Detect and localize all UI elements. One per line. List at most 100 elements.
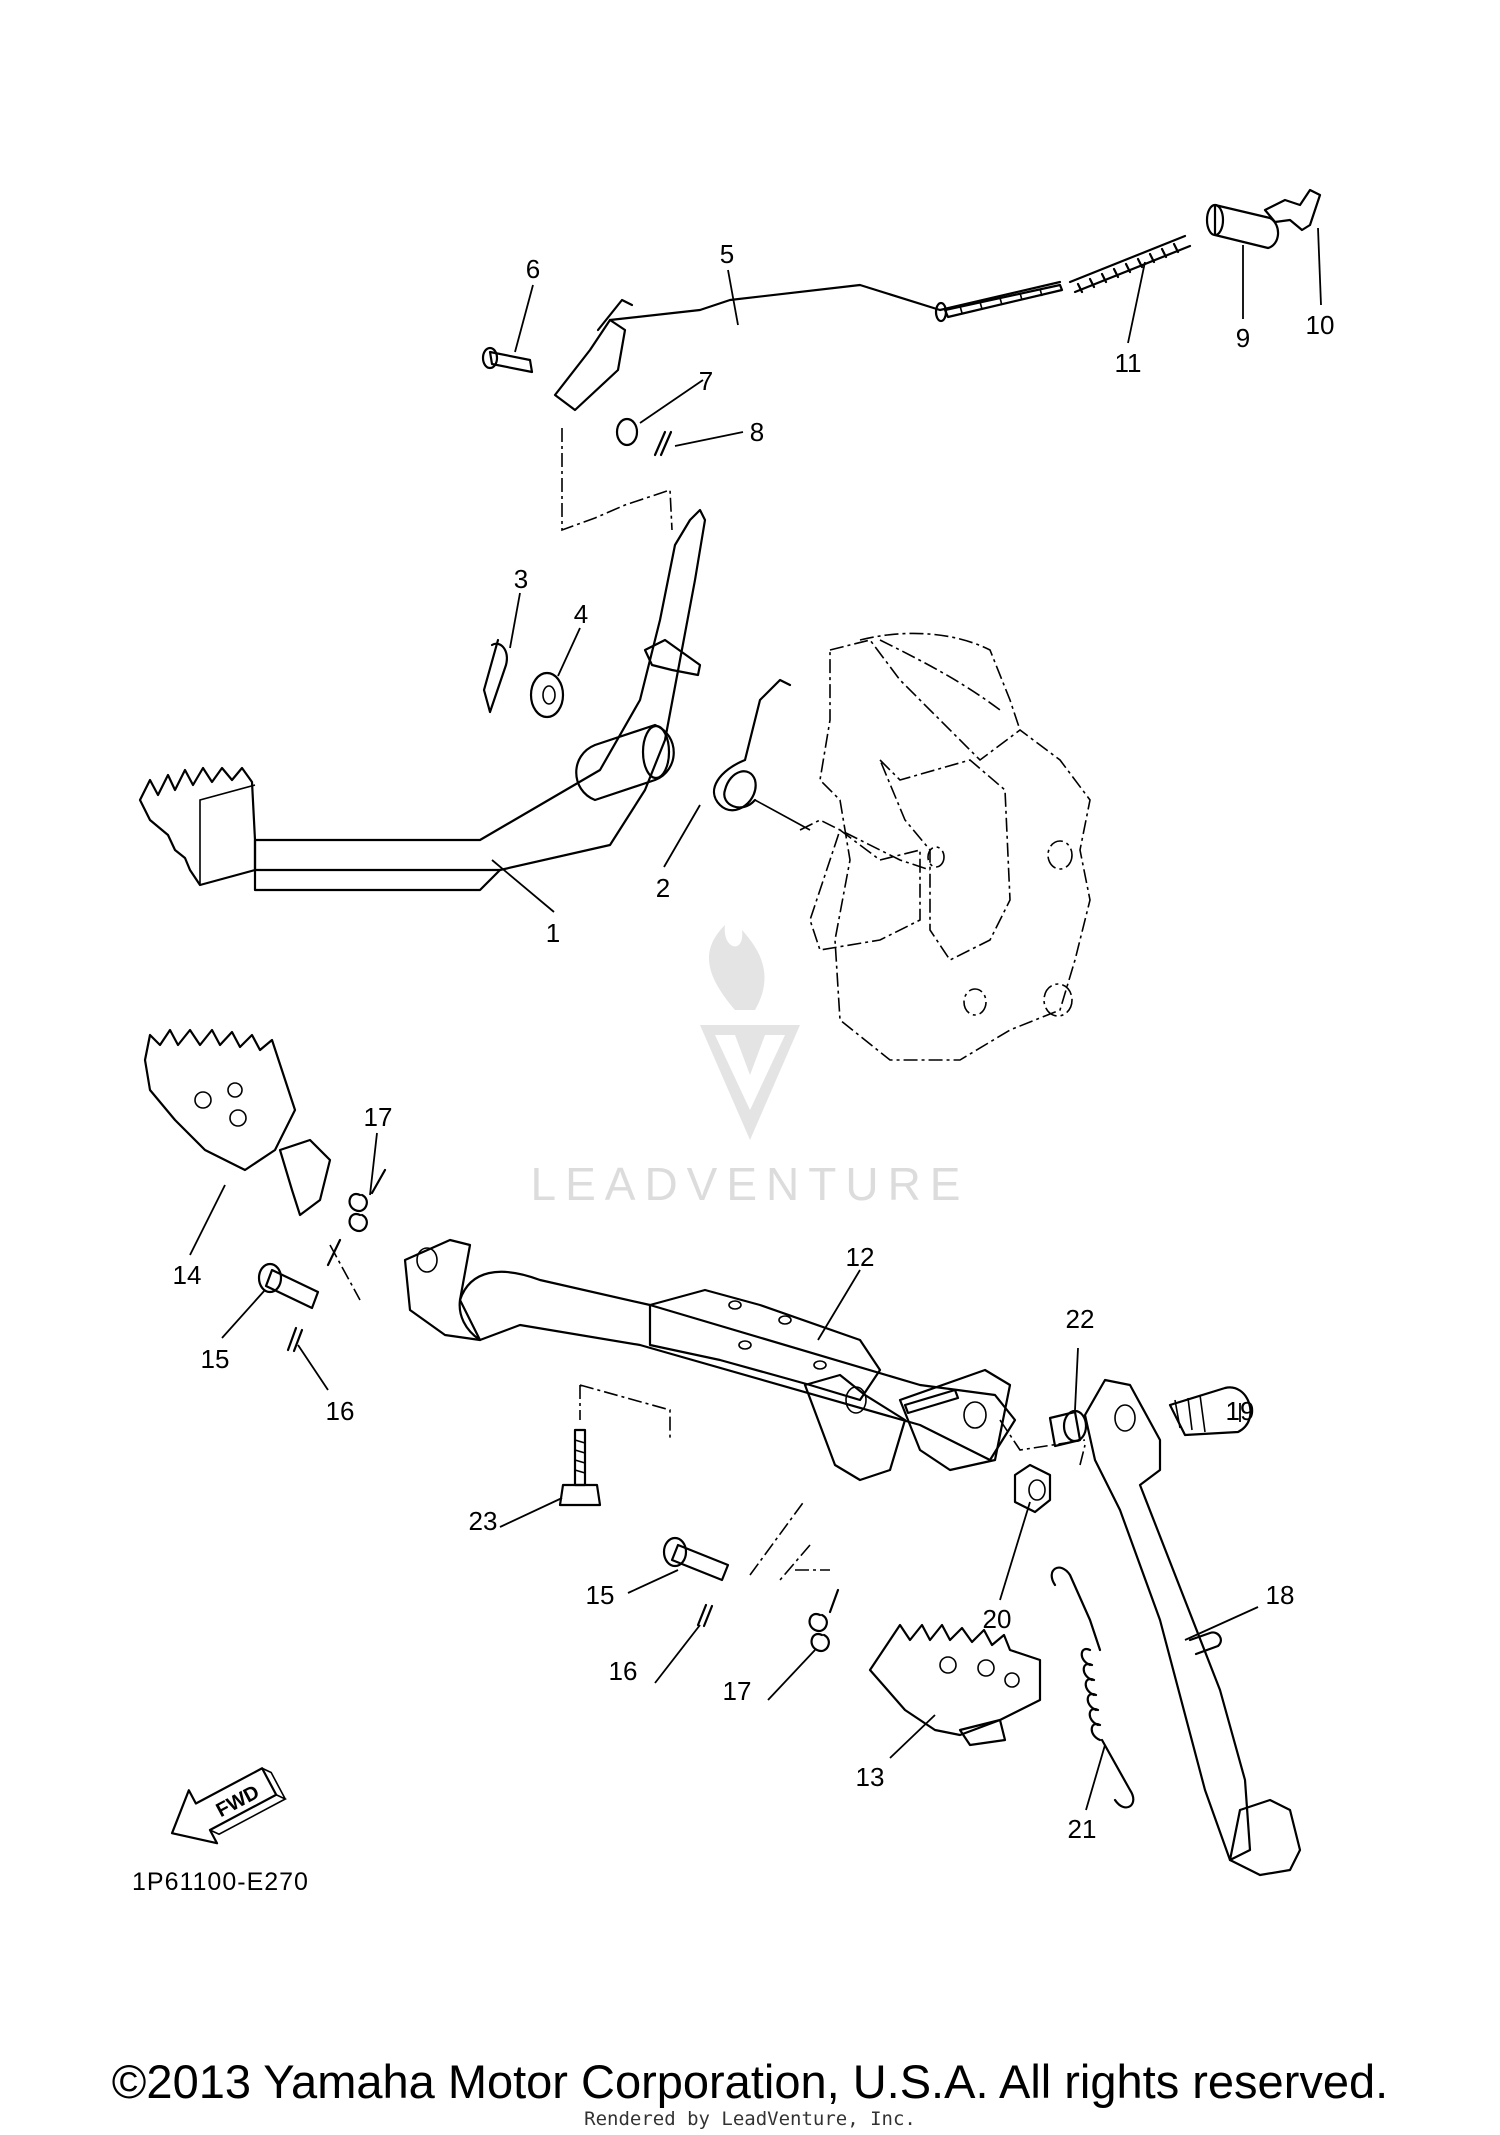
- leader-11: [1127, 261, 1146, 344]
- leader-10: [1317, 227, 1322, 306]
- cotter-pin-16-lower: [696, 1603, 714, 1628]
- plate-hole-4: [813, 1360, 827, 1370]
- bolt-19: [1168, 1386, 1252, 1437]
- sidestand-foot: [1228, 1798, 1302, 1877]
- frame-dashed-pin: [927, 846, 945, 868]
- cotter-pin-16-upper: [286, 1326, 304, 1353]
- assembly-line-pin-15: [749, 1499, 806, 1576]
- footrest-bracket-left: [403, 1238, 482, 1342]
- callout-16-upper: 16: [326, 1396, 355, 1426]
- brake-pedal-assembly: [138, 188, 1322, 1061]
- callout-3: 3: [514, 564, 528, 594]
- nut-20: [1013, 1463, 1052, 1514]
- callout-21: 21: [1068, 1814, 1097, 1844]
- leader-7: [639, 379, 704, 424]
- frame-dashed-shaft: [799, 819, 931, 871]
- pedal-rod-bracket: [643, 638, 702, 677]
- callout-2: 2: [656, 873, 670, 903]
- brake-pedal: [253, 508, 707, 872]
- footpeg-spring-17-upper: [326, 1168, 387, 1267]
- plate-hole-3: [738, 1340, 752, 1350]
- callout-23: 23: [469, 1506, 498, 1536]
- flange-bolt-23: [573, 1428, 587, 1487]
- callout-8: 8: [750, 417, 764, 447]
- bolt-19-thread: [1174, 1394, 1206, 1433]
- callout-6: 6: [526, 254, 540, 284]
- brake-pedal-lower-face: [253, 868, 502, 892]
- brake-rod-collar: [934, 301, 948, 323]
- brake-rod-thread: [943, 283, 1064, 319]
- callout-labels: 1 2 3 4 5 6 7 8 9 10 11 12 13 14 15 15 1…: [173, 239, 1335, 1844]
- leader-17b: [767, 1649, 816, 1701]
- callout-22: 22: [1066, 1304, 1095, 1334]
- plate-hole-1: [728, 1300, 742, 1310]
- callout-12: 12: [846, 1242, 875, 1272]
- copyright-notice: ©2013 Yamaha Motor Corporation, U.S.A. A…: [111, 2055, 1389, 2108]
- brake-rod: [608, 280, 1062, 322]
- footpeg-14-mount: [278, 1138, 332, 1217]
- pin-15-upper-head: [257, 1262, 283, 1294]
- callout-15-upper: 15: [201, 1344, 230, 1374]
- footpeg-pin-15-upper: [264, 1268, 320, 1310]
- leader-8: [674, 431, 744, 447]
- brake-pedal-tip: [138, 766, 257, 887]
- bracket-lower-hole: [845, 1386, 867, 1414]
- cotter-pin-3: [482, 638, 508, 714]
- callout-14: 14: [173, 1260, 202, 1290]
- callout-5: 5: [720, 239, 734, 269]
- footpeg-13-holes: [939, 1656, 1020, 1688]
- pivot-collar: [575, 723, 675, 802]
- callout-20: 20: [983, 1604, 1012, 1634]
- wing-nut-10: [1263, 188, 1322, 232]
- leader-3: [509, 592, 521, 649]
- leader-16b: [654, 1624, 701, 1684]
- footpeg-13: [868, 1623, 1042, 1737]
- washer-7: [615, 417, 639, 447]
- leader-4: [557, 627, 581, 677]
- callout-13: 13: [856, 1762, 885, 1792]
- sidestand-hook: [1188, 1631, 1222, 1656]
- footpeg-13-mount: [958, 1718, 1007, 1747]
- callout-1: 1: [546, 918, 560, 948]
- bracket-right-hole: [963, 1401, 987, 1429]
- callout-10: 10: [1306, 310, 1335, 340]
- callout-16-lower: 16: [609, 1656, 638, 1686]
- cotter-pin-8: [653, 430, 673, 457]
- footrest-sidestand-assembly: [143, 1028, 1302, 1877]
- leader-23: [499, 1497, 563, 1528]
- trunnion-9: [1213, 203, 1280, 250]
- brake-rod-arm: [596, 298, 634, 332]
- leadventure-watermark: LEADVENTURE: [531, 925, 970, 1210]
- spring-axis-line: [754, 799, 811, 831]
- assembly-line-bolt-23: [579, 1384, 671, 1440]
- callout-9: 9: [1236, 323, 1250, 353]
- callout-7: 7: [699, 366, 713, 396]
- leader-21: [1085, 1744, 1106, 1811]
- callout-17-lower: 17: [723, 1676, 752, 1706]
- watermark-brand: LEADVENTURE: [531, 1158, 970, 1210]
- diagram-code: 1P61100-E270: [132, 1868, 309, 1896]
- frame-dashed-outline: [819, 639, 1091, 1061]
- sidestand-spring-21: [1050, 1566, 1135, 1809]
- footrest-bar: [458, 1270, 1017, 1462]
- flange-bolt-23-thread: [574, 1439, 586, 1474]
- sidestand-pivot-hole: [1114, 1404, 1136, 1432]
- callout-19: 19: [1226, 1396, 1255, 1426]
- assembly-line-footpeg-14: [329, 1244, 361, 1301]
- nut-20-hole: [1028, 1479, 1046, 1501]
- collar-22-end: [1062, 1409, 1088, 1443]
- footpeg-spring-17-lower: [808, 1588, 840, 1653]
- frame-dashed-boss-left: [809, 828, 921, 951]
- footrest-bracket-lower: [803, 1373, 907, 1482]
- leader-6: [514, 284, 534, 353]
- plate-hole-2: [778, 1315, 792, 1325]
- footpeg-pin-15-lower: [670, 1543, 730, 1582]
- brake-rod-clevis: [553, 318, 627, 412]
- assembly-line-sidestand: [999, 1419, 1086, 1466]
- flame-logo-icon: [700, 925, 800, 1140]
- rendered-by-footer: Rendered by LeadVenture, Inc.: [584, 2108, 916, 2130]
- leader-14: [189, 1184, 226, 1256]
- leader-1: [491, 859, 555, 913]
- callout-4: 4: [574, 599, 588, 629]
